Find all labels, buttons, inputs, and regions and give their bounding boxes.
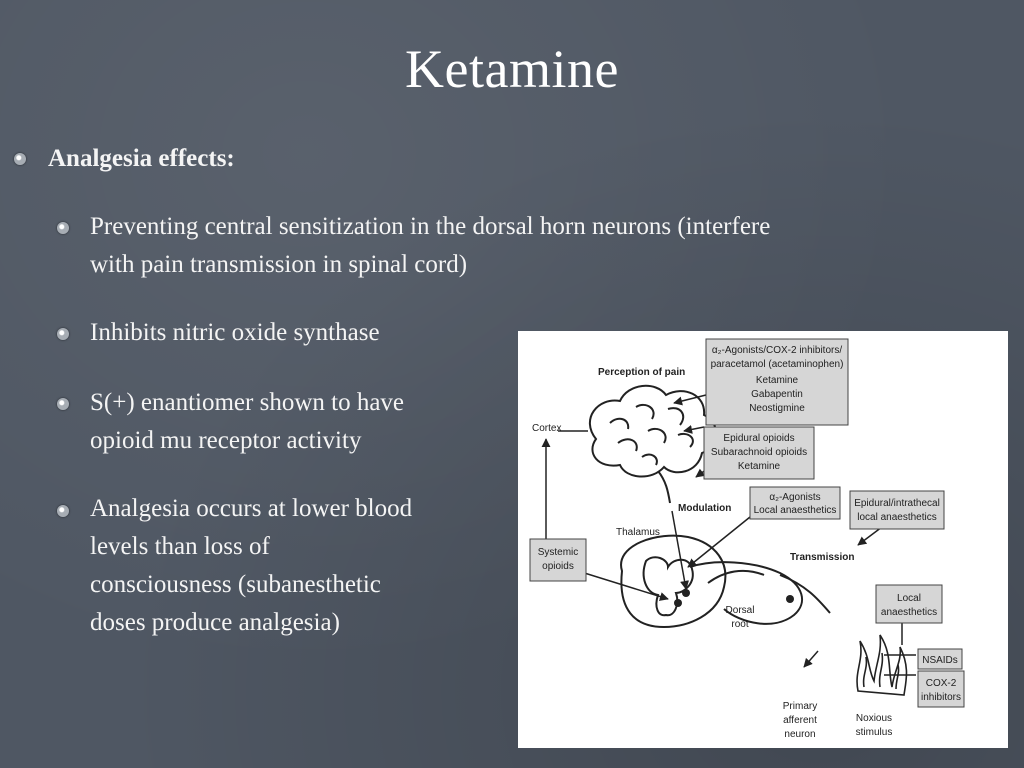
label-dorsal-root-2: root bbox=[731, 619, 748, 630]
bullet-4-line-2: levels than loss of bbox=[90, 533, 270, 560]
box6-line-1: Local bbox=[897, 593, 921, 604]
noxious-stimulus-icon bbox=[856, 634, 908, 696]
spinal-cord-icon bbox=[620, 534, 831, 629]
label-noxious-2: stimulus bbox=[856, 727, 893, 738]
box2-line-2: Subarachnoid opioids bbox=[711, 447, 807, 458]
box2-line-3: Ketamine bbox=[738, 461, 781, 472]
heading-analgesia-effects: Analgesia effects: bbox=[48, 145, 235, 172]
label-dorsal-root-1: Dorsal bbox=[726, 605, 755, 616]
box6-line-2: anaesthetics bbox=[881, 607, 937, 618]
pain-pathway-diagram: α₂-Agonists/COX-2 inhibitors/ paracetamo… bbox=[529, 338, 965, 740]
bullet-icon bbox=[57, 505, 69, 517]
label-primary-afferent-2: afferent bbox=[783, 715, 817, 726]
bullet-4-line-3: consciousness (subanesthetic bbox=[90, 571, 381, 598]
brain-icon bbox=[589, 384, 717, 504]
box5-line-1: Systemic bbox=[538, 547, 579, 558]
bullet-1-line-1: Preventing central sensitization in the … bbox=[90, 213, 771, 240]
box8-line-1: COX-2 bbox=[926, 678, 957, 689]
box4-line-2: local anaesthetics bbox=[857, 512, 937, 523]
box1-line-4: Gabapentin bbox=[751, 389, 803, 400]
label-primary-afferent-1: Primary bbox=[783, 701, 817, 712]
box3-line-2: Local anaesthetics bbox=[754, 505, 837, 516]
bullet-2: Inhibits nitric oxide synthase bbox=[90, 314, 380, 352]
bullet-3-line-1: S(+) enantiomer shown to have bbox=[90, 389, 405, 416]
bullet-4: Analgesia occurs at lower blood levels t… bbox=[90, 490, 412, 642]
label-perception-of-pain: Perception of pain bbox=[598, 367, 685, 378]
bullet-icon bbox=[57, 328, 69, 340]
pain-pathway-figure: α₂-Agonists/COX-2 inhibitors/ paracetamo… bbox=[518, 331, 1008, 748]
box2-line-1: Epidural opioids bbox=[723, 433, 794, 444]
bullet-4-line-1: Analgesia occurs at lower blood bbox=[90, 495, 413, 522]
box1-line-1: α₂-Agonists/COX-2 inhibitors/ bbox=[712, 345, 842, 356]
box5-line-2: opioids bbox=[542, 561, 574, 572]
box1-line-2: paracetamol (acetaminophen) bbox=[711, 359, 844, 370]
bullet-icon bbox=[14, 153, 26, 165]
box8-line-2: inhibitors bbox=[921, 692, 961, 703]
bullet-3: S(+) enantiomer shown to have opioid mu … bbox=[90, 384, 404, 460]
slide-title: Ketamine bbox=[405, 39, 619, 99]
box3-line-1: α₂-Agonists bbox=[769, 492, 820, 503]
bullet-4-line-4: doses produce analgesia) bbox=[90, 609, 340, 636]
bullet-icon bbox=[57, 398, 69, 410]
label-transmission: Transmission bbox=[790, 552, 854, 563]
label-noxious-1: Noxious bbox=[856, 713, 892, 724]
label-cortex: Cortex bbox=[532, 423, 561, 434]
box1-line-3: Ketamine bbox=[756, 375, 799, 386]
bullet-3-line-2: opioid mu receptor activity bbox=[90, 427, 362, 454]
box4-line-1: Epidural/intrathecal bbox=[854, 498, 940, 509]
box7-line-1: NSAIDs bbox=[922, 655, 958, 666]
bullet-icon bbox=[57, 222, 69, 234]
label-modulation: Modulation bbox=[678, 503, 731, 514]
bullet-1-line-2: with pain transmission in spinal cord) bbox=[90, 251, 468, 278]
label-thalamus: Thalamus bbox=[616, 527, 660, 538]
label-primary-afferent-3: neuron bbox=[784, 729, 815, 740]
bullet-1: Preventing central sensitization in the … bbox=[90, 208, 990, 284]
bullet-2-line-1: Inhibits nitric oxide synthase bbox=[90, 319, 380, 346]
box1-line-5: Neostigmine bbox=[749, 403, 805, 414]
